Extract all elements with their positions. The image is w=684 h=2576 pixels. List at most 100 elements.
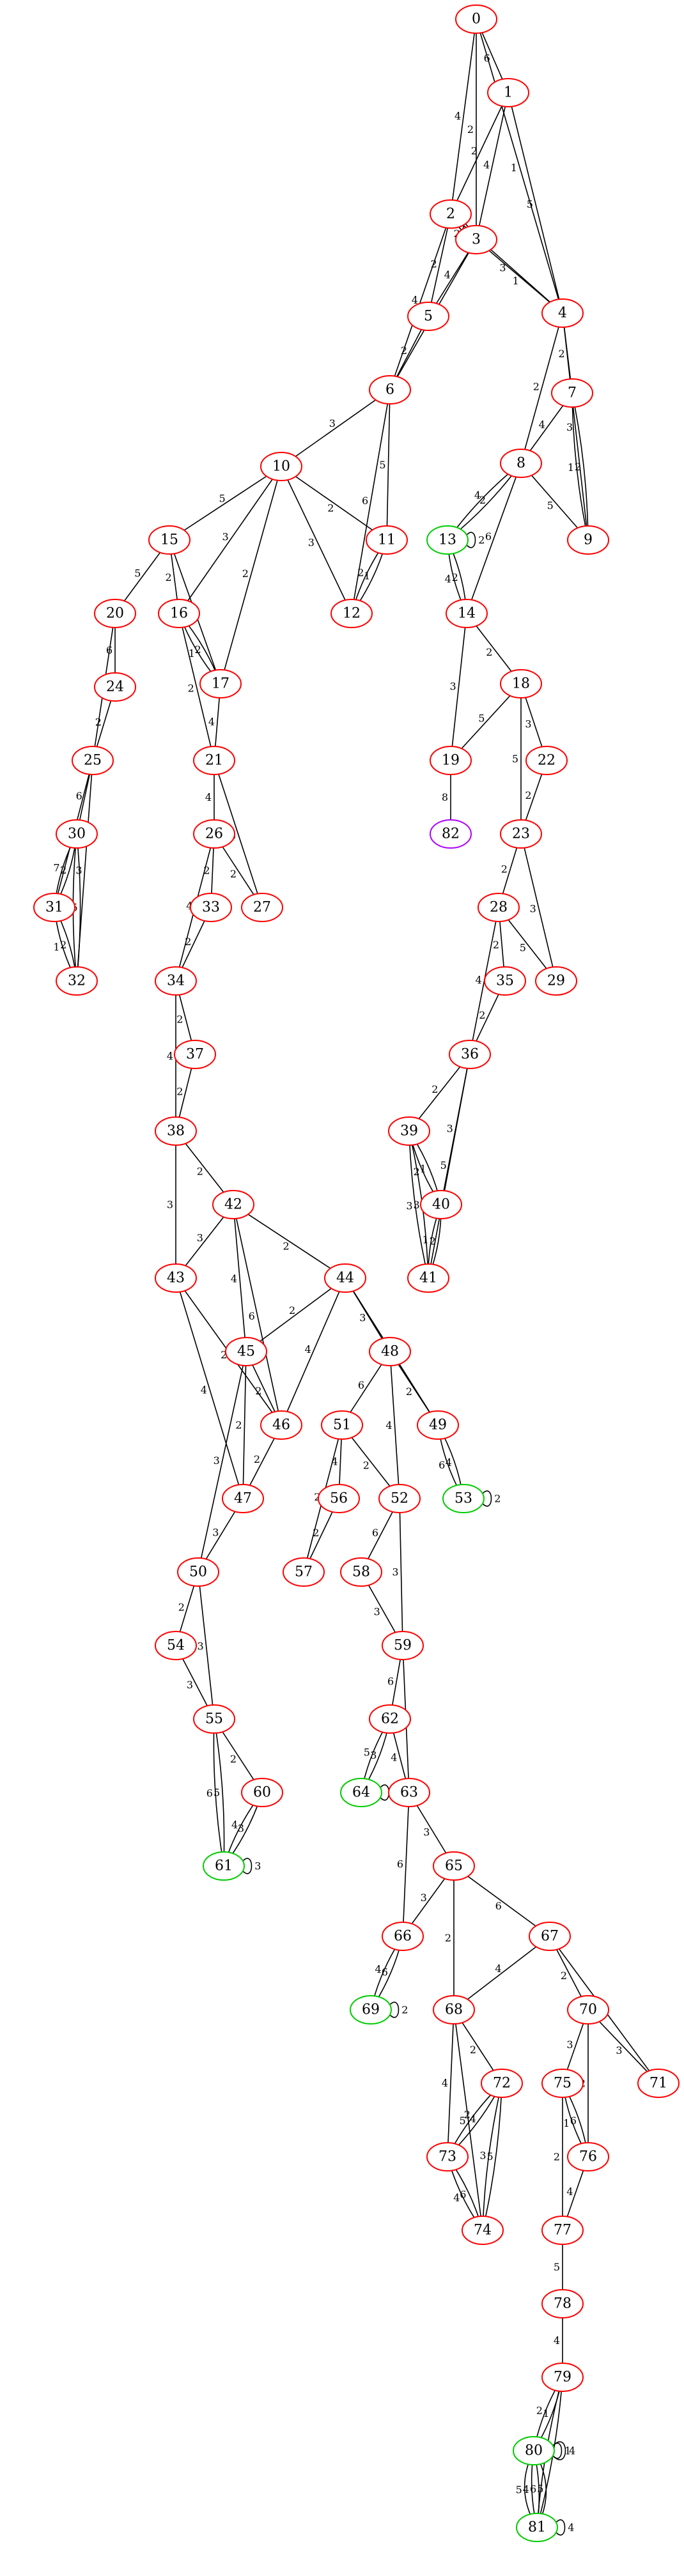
node-ellipse xyxy=(324,1263,366,1293)
node-77[interactable]: 77 xyxy=(541,2216,584,2245)
node-21[interactable]: 21 xyxy=(193,746,235,775)
node-56[interactable]: 56 xyxy=(318,1484,360,1513)
node-58[interactable]: 58 xyxy=(340,1557,382,1587)
edge-weight-label: 3 xyxy=(238,1822,244,1834)
node-38[interactable]: 38 xyxy=(155,1116,197,1146)
node-59[interactable]: 59 xyxy=(382,1631,424,1660)
node-28[interactable]: 28 xyxy=(478,893,520,922)
node-33[interactable]: 33 xyxy=(190,893,232,922)
node-16[interactable]: 16 xyxy=(158,599,200,628)
node-42[interactable]: 42 xyxy=(212,1190,254,1219)
node-81[interactable]: 81 xyxy=(516,2513,558,2542)
node-75[interactable]: 75 xyxy=(541,2069,584,2098)
edge-weight-label: 3 xyxy=(406,1199,412,1212)
node-39[interactable]: 39 xyxy=(388,1116,430,1146)
node-66[interactable]: 66 xyxy=(382,1922,424,1951)
edge-weight-label: 3 xyxy=(197,1232,203,1244)
node-55[interactable]: 55 xyxy=(193,1704,235,1734)
node-65[interactable]: 65 xyxy=(433,1851,475,1881)
node-76[interactable]: 76 xyxy=(567,2142,609,2171)
node-36[interactable]: 36 xyxy=(449,1040,491,1069)
node-30[interactable]: 30 xyxy=(56,819,98,849)
node-ellipse xyxy=(567,2142,609,2171)
node-40[interactable]: 40 xyxy=(420,1190,462,1219)
node-18[interactable]: 18 xyxy=(500,669,542,698)
node-6[interactable]: 6 xyxy=(369,375,411,405)
node-67[interactable]: 67 xyxy=(529,1922,571,1951)
node-78[interactable]: 78 xyxy=(541,2289,584,2318)
node-73[interactable]: 73 xyxy=(426,2142,469,2171)
node-5[interactable]: 5 xyxy=(407,302,449,331)
node-69[interactable]: 69 xyxy=(350,1995,392,2025)
node-64[interactable]: 64 xyxy=(340,1778,382,1807)
edge-weight-label: 2 xyxy=(559,348,565,360)
node-34[interactable]: 34 xyxy=(155,966,197,996)
node-23[interactable]: 23 xyxy=(500,819,542,849)
node-70[interactable]: 70 xyxy=(567,1995,609,2025)
node-61[interactable]: 61 xyxy=(203,1851,245,1881)
node-72[interactable]: 72 xyxy=(481,2069,523,2098)
node-45[interactable]: 45 xyxy=(225,1337,267,1366)
node-17[interactable]: 17 xyxy=(199,669,242,698)
node-14[interactable]: 14 xyxy=(446,599,488,628)
node-31[interactable]: 31 xyxy=(33,893,75,922)
node-68[interactable]: 68 xyxy=(433,1995,475,2025)
node-32[interactable]: 32 xyxy=(56,966,98,996)
node-label: 78 xyxy=(554,2296,571,2312)
node-51[interactable]: 51 xyxy=(321,1410,363,1440)
node-52[interactable]: 52 xyxy=(378,1484,421,1513)
node-10[interactable]: 10 xyxy=(260,452,302,481)
node-24[interactable]: 24 xyxy=(94,672,136,702)
node-9[interactable]: 9 xyxy=(567,525,609,555)
node-label: 45 xyxy=(237,1344,255,1360)
node-48[interactable]: 48 xyxy=(369,1337,411,1366)
node-ellipse xyxy=(541,2363,584,2392)
node-12[interactable]: 12 xyxy=(330,599,373,628)
edge-weight-label: 3 xyxy=(499,262,506,274)
edge-weight-label: 2 xyxy=(197,1166,203,1178)
node-15[interactable]: 15 xyxy=(148,525,190,555)
node-79[interactable]: 79 xyxy=(541,2363,584,2392)
node-60[interactable]: 60 xyxy=(241,1778,283,1807)
node-1[interactable]: 1 xyxy=(487,78,529,107)
node-25[interactable]: 25 xyxy=(72,746,114,775)
node-26[interactable]: 26 xyxy=(193,819,235,849)
node-11[interactable]: 11 xyxy=(366,525,408,555)
node-29[interactable]: 29 xyxy=(535,966,577,996)
node-43[interactable]: 43 xyxy=(155,1263,197,1293)
node-ellipse xyxy=(148,525,190,555)
edge-weight-label: 3 xyxy=(198,1640,204,1653)
node-4[interactable]: 4 xyxy=(541,298,584,328)
node-label: 63 xyxy=(400,1785,418,1801)
node-ellipse xyxy=(369,375,411,405)
node-82[interactable]: 82 xyxy=(430,819,472,849)
node-35[interactable]: 35 xyxy=(484,966,526,996)
node-49[interactable]: 49 xyxy=(417,1410,459,1440)
node-46[interactable]: 46 xyxy=(260,1410,302,1440)
node-label: 71 xyxy=(649,2076,667,2092)
node-41[interactable]: 41 xyxy=(407,1263,449,1293)
node-2[interactable]: 2 xyxy=(430,199,472,229)
node-74[interactable]: 74 xyxy=(462,2216,504,2245)
node-62[interactable]: 62 xyxy=(369,1704,411,1734)
node-27[interactable]: 27 xyxy=(241,893,283,922)
node-53[interactable]: 53 xyxy=(442,1484,485,1513)
node-0[interactable]: 0 xyxy=(455,4,497,34)
node-8[interactable]: 8 xyxy=(500,449,542,478)
node-71[interactable]: 71 xyxy=(637,2069,680,2098)
node-50[interactable]: 50 xyxy=(177,1557,219,1587)
node-13[interactable]: 13 xyxy=(426,525,469,555)
node-47[interactable]: 47 xyxy=(222,1484,264,1513)
node-19[interactable]: 19 xyxy=(430,746,472,775)
node-22[interactable]: 22 xyxy=(525,746,568,775)
edge-weight-label: 3 xyxy=(254,1860,261,1872)
node-37[interactable]: 37 xyxy=(174,1040,216,1069)
node-3[interactable]: 3 xyxy=(455,225,497,254)
node-54[interactable]: 54 xyxy=(155,1631,197,1660)
node-7[interactable]: 7 xyxy=(551,378,593,408)
node-63[interactable]: 63 xyxy=(388,1778,430,1807)
node-20[interactable]: 20 xyxy=(94,599,136,628)
node-57[interactable]: 57 xyxy=(283,1557,325,1587)
node-80[interactable]: 80 xyxy=(513,2436,555,2465)
node-44[interactable]: 44 xyxy=(324,1263,366,1293)
